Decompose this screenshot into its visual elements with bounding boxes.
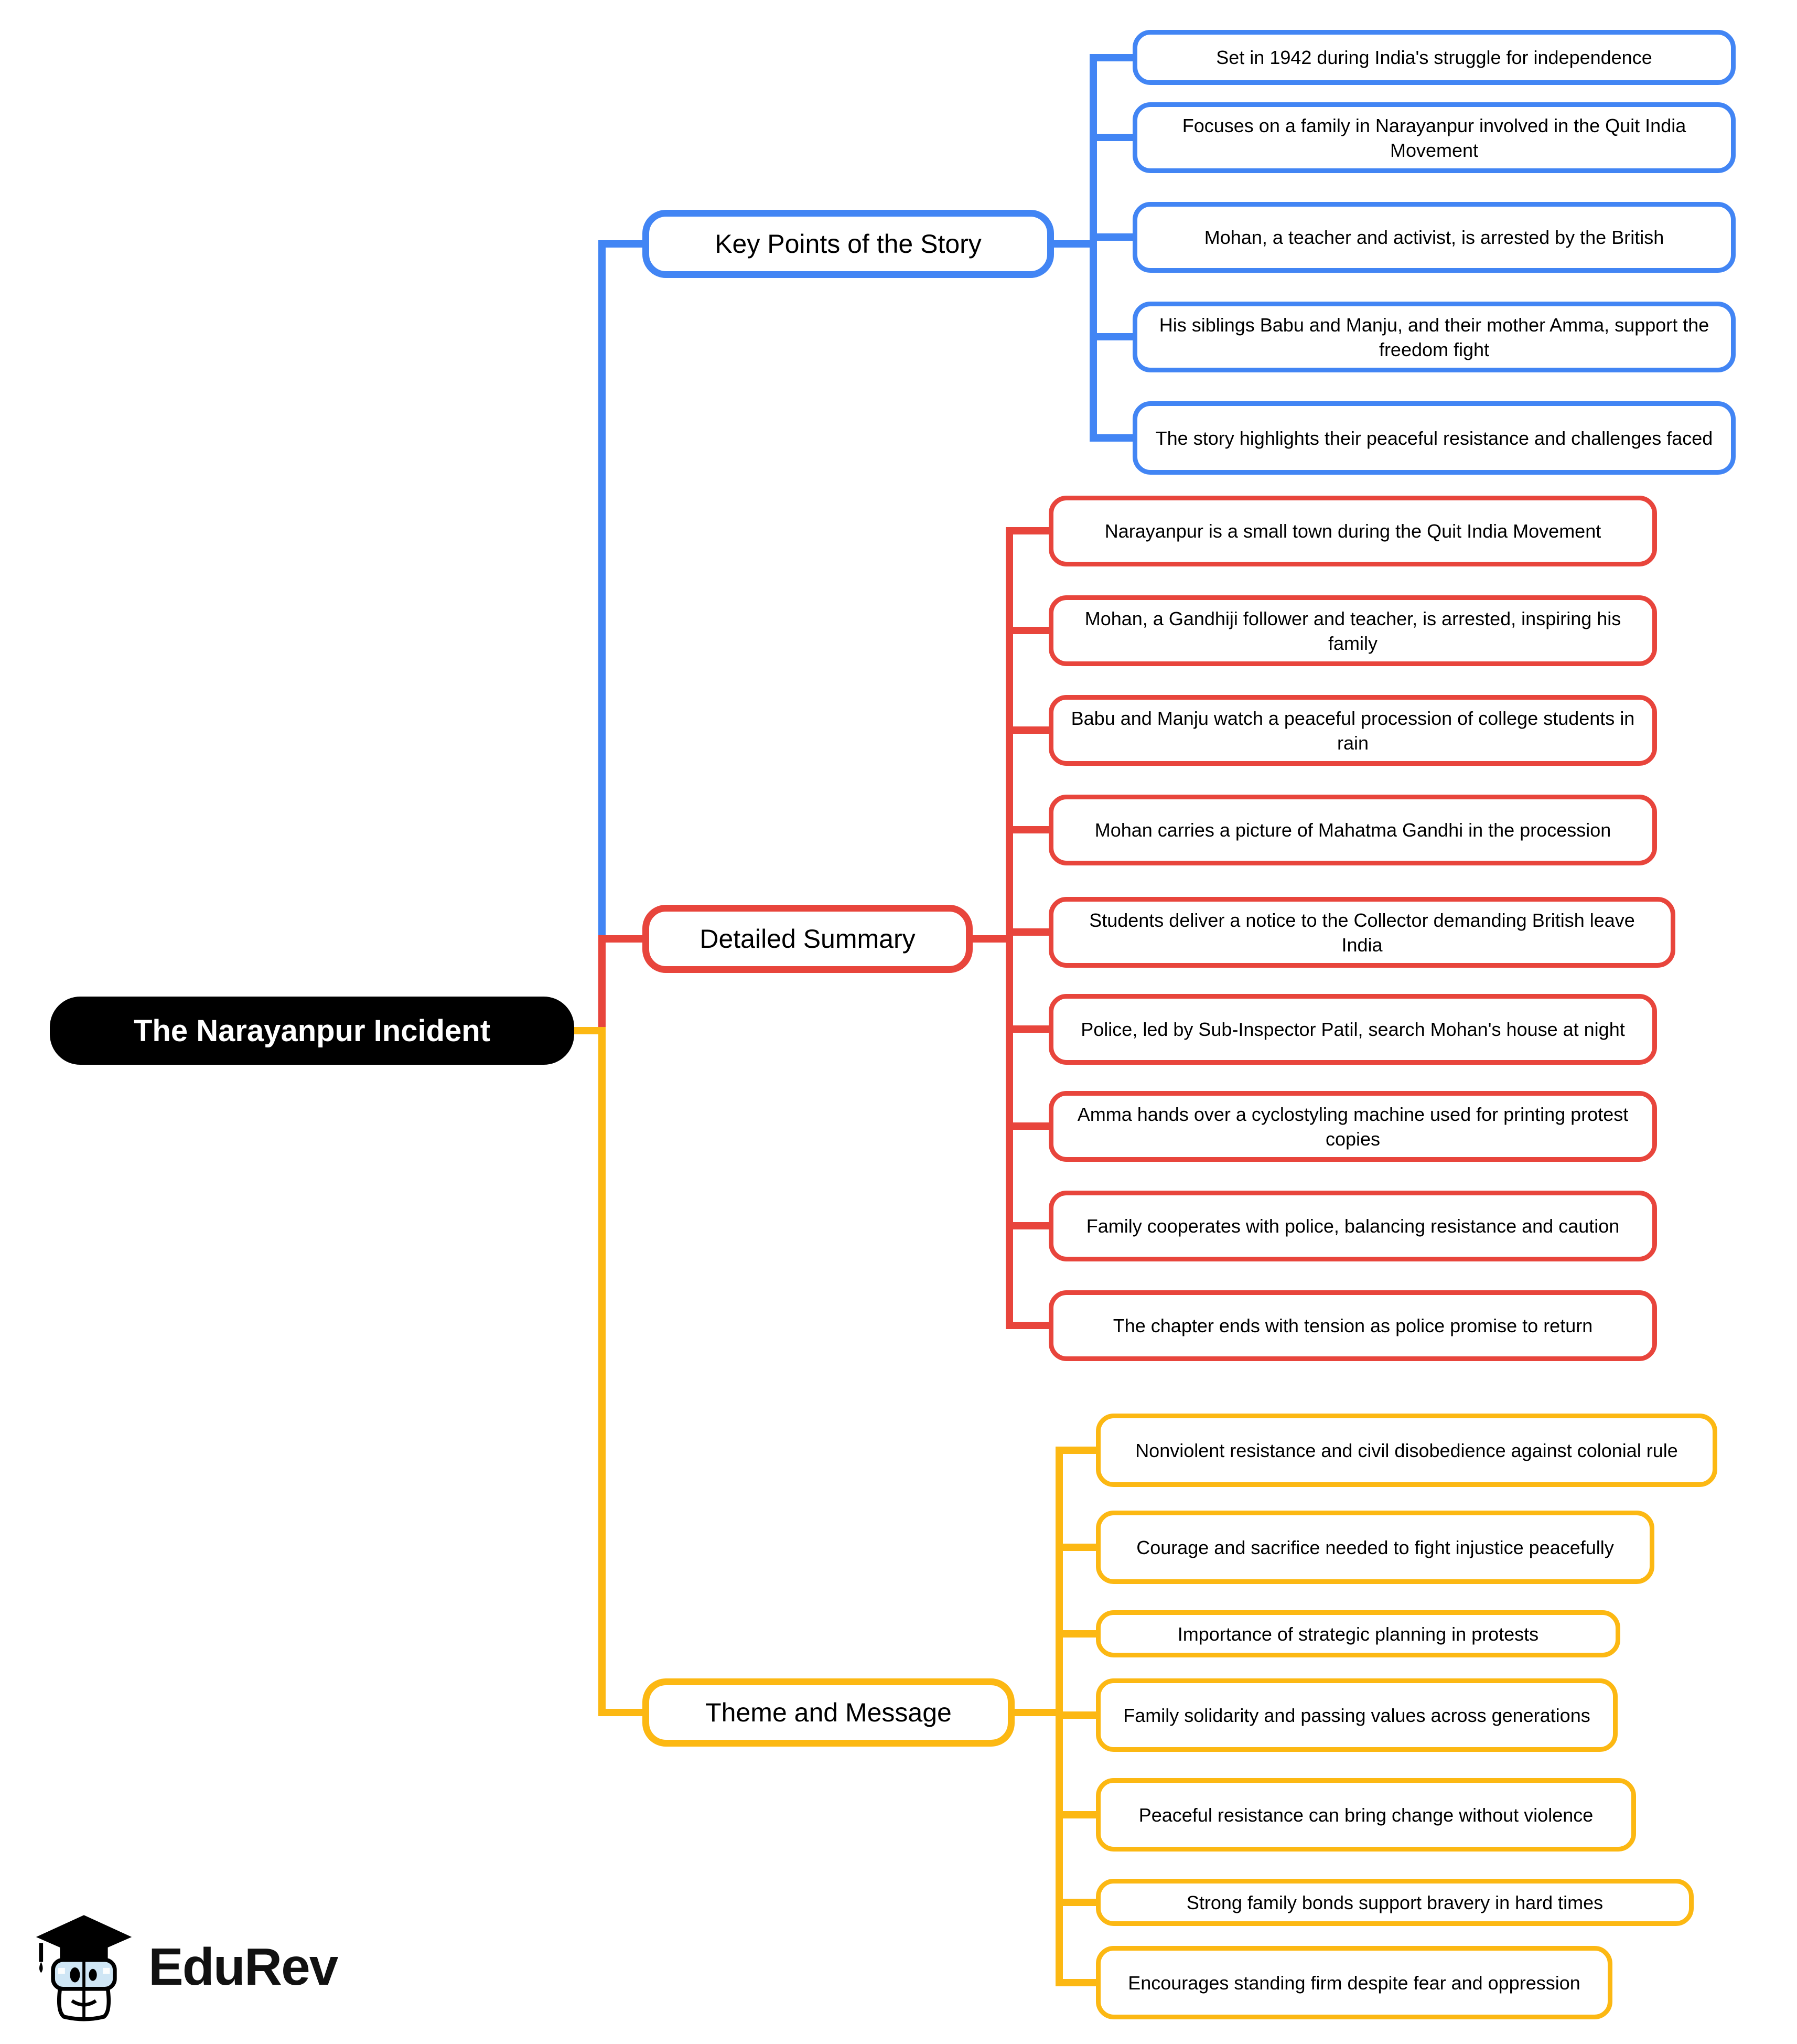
spine-blue [1050, 54, 1136, 442]
edurev-logo-text: EduRev [148, 1937, 338, 1996]
edurev-logo: EduRev [34, 1912, 338, 2022]
leaf-text: Mohan, a teacher and activist, is arrest… [1204, 227, 1664, 248]
root-node: The Narayanpur Incident [50, 997, 574, 1065]
leaf-node: Courage and sacrifice needed to fight in… [1096, 1511, 1654, 1584]
leaf-text: His siblings Babu and Manju, and their m… [1159, 314, 1709, 360]
branch-detailed-summary: Detailed Summary [642, 905, 973, 973]
leaf-text: Police, led by Sub-Inspector Patil, sear… [1081, 1019, 1625, 1040]
leaf-node: Peaceful resistance can bring change wit… [1096, 1778, 1636, 1852]
edurev-logo-icon [36, 1915, 132, 2021]
leaf-node: Focuses on a family in Narayanpur involv… [1133, 102, 1736, 173]
leaf-text: Focuses on a family in Narayanpur involv… [1182, 114, 1686, 161]
trunk-blue [568, 240, 646, 1034]
leaf-text: The story highlights their peaceful resi… [1155, 427, 1713, 449]
leaf-node: Police, led by Sub-Inspector Patil, sear… [1049, 994, 1657, 1065]
spine-yellow [1011, 1447, 1100, 1986]
branch-label-text: Theme and Message [705, 1698, 952, 1727]
leaf-node: Encourages standing firm despite fear an… [1096, 1946, 1612, 2019]
leaf-text: Encourages standing firm despite fear an… [1128, 1972, 1580, 1994]
leaf-text: Family cooperates with police, balancing… [1086, 1215, 1620, 1237]
leaf-text: Importance of strategic planning in prot… [1177, 1623, 1539, 1645]
branch-label-text: Key Points of the Story [715, 229, 982, 259]
leaf-node: Babu and Manju watch a peaceful processi… [1049, 695, 1657, 766]
trunk-yellow [568, 1027, 646, 1716]
leaf-node: Family cooperates with police, balancing… [1049, 1191, 1657, 1261]
leaf-node: His siblings Babu and Manju, and their m… [1133, 302, 1736, 372]
leaf-node: Set in 1942 during India's struggle for … [1133, 30, 1736, 85]
leaf-text: Set in 1942 during India's struggle for … [1216, 47, 1652, 68]
trunk-red [568, 935, 646, 1034]
spine-red [969, 527, 1052, 1329]
leaf-text: Mohan, a Gandhiji follower and teacher, … [1084, 607, 1621, 654]
leaf-text: Babu and Manju watch a peaceful processi… [1071, 707, 1635, 754]
leaf-text: Amma hands over a cyclostyling machine u… [1077, 1103, 1629, 1150]
leaf-node: Importance of strategic planning in prot… [1096, 1610, 1620, 1657]
leaf-text: Mohan carries a picture of Mahatma Gandh… [1094, 819, 1611, 841]
leaf-node: Amma hands over a cyclostyling machine u… [1049, 1091, 1657, 1162]
leaf-node: Mohan carries a picture of Mahatma Gandh… [1049, 795, 1657, 865]
leaf-node: Narayanpur is a small town during the Qu… [1049, 496, 1657, 566]
leaf-text: The chapter ends with tension as police … [1113, 1315, 1593, 1336]
leaf-text: Students deliver a notice to the Collect… [1089, 909, 1635, 956]
leaf-text: Courage and sacrifice needed to fight in… [1136, 1536, 1614, 1558]
branch-key-points: Key Points of the Story [642, 210, 1054, 278]
leaf-text: Peaceful resistance can bring change wit… [1138, 1804, 1594, 1826]
leaf-node: Mohan, a teacher and activist, is arrest… [1133, 202, 1736, 273]
leaf-text: Family solidarity and passing values acr… [1123, 1704, 1590, 1726]
root-node-label: The Narayanpur Incident [133, 1013, 491, 1048]
leaf-node: Mohan, a Gandhiji follower and teacher, … [1049, 595, 1657, 666]
leaf-node: Family solidarity and passing values acr… [1096, 1678, 1618, 1752]
leaf-text: Strong family bonds support bravery in h… [1186, 1891, 1604, 1913]
leaf-node: Strong family bonds support bravery in h… [1096, 1879, 1694, 1926]
leaf-node: Nonviolent resistance and civil disobedi… [1096, 1414, 1717, 1487]
branch-label-text: Detailed Summary [700, 924, 916, 954]
leaf-node: The story highlights their peaceful resi… [1133, 401, 1736, 475]
leaf-text: Nonviolent resistance and civil disobedi… [1135, 1439, 1678, 1461]
leaf-node: Students deliver a notice to the Collect… [1049, 897, 1675, 968]
branch-theme-message: Theme and Message [642, 1678, 1015, 1747]
leaf-text: Narayanpur is a small town during the Qu… [1104, 520, 1601, 542]
leaf-node: The chapter ends with tension as police … [1049, 1290, 1657, 1361]
